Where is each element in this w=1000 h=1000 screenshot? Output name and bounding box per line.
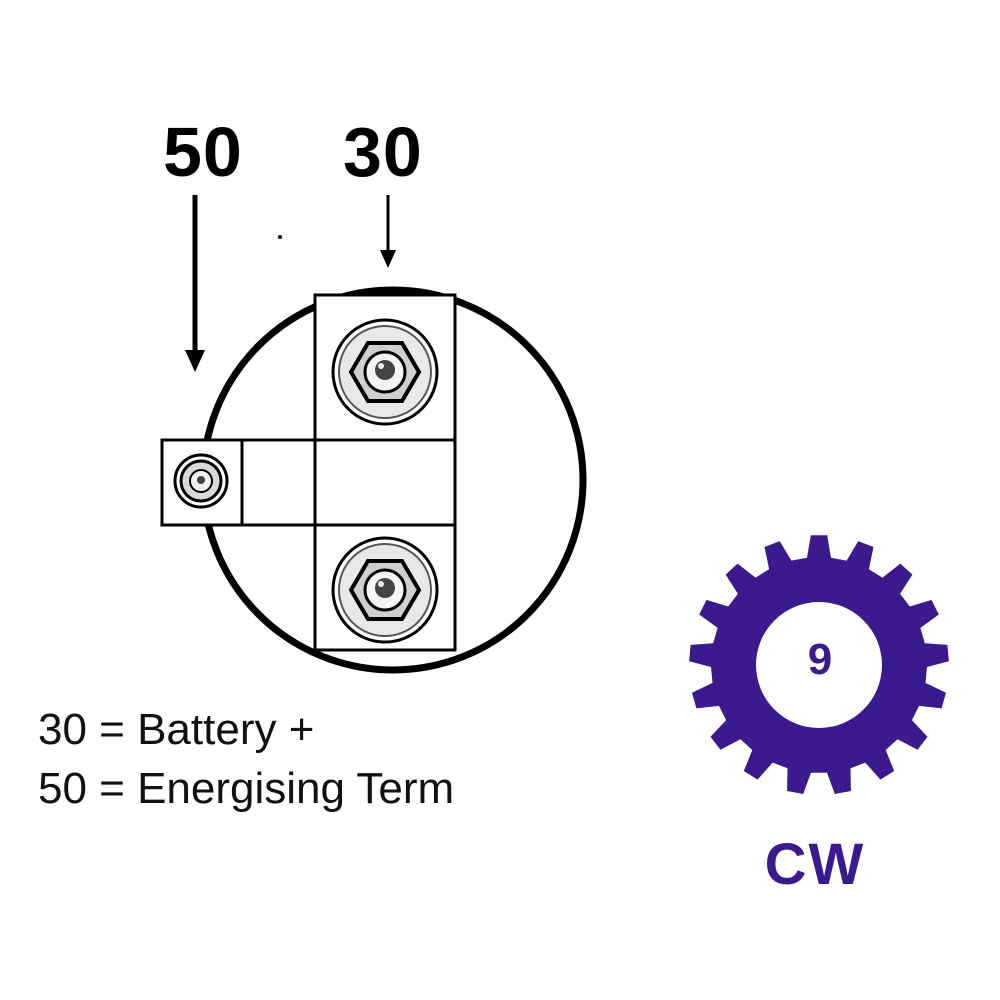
pinion-teeth-count: 9 [807,635,833,684]
terminal-50-stud [173,453,229,509]
terminal-label-50: 50 [163,113,243,191]
dot-mark [278,235,282,239]
legend-energising: 50 = Energising Term [38,764,455,813]
gear-icon [689,535,949,794]
arrow-50 [185,195,205,372]
arrow-30 [380,195,396,268]
terminal-31-stud [331,536,439,644]
terminal-label-30: 30 [343,113,423,191]
rotation-direction: CW [764,832,866,897]
legend-battery: 30 = Battery + [38,705,315,754]
terminal-30-stud [331,318,439,426]
gear-body [689,535,949,794]
